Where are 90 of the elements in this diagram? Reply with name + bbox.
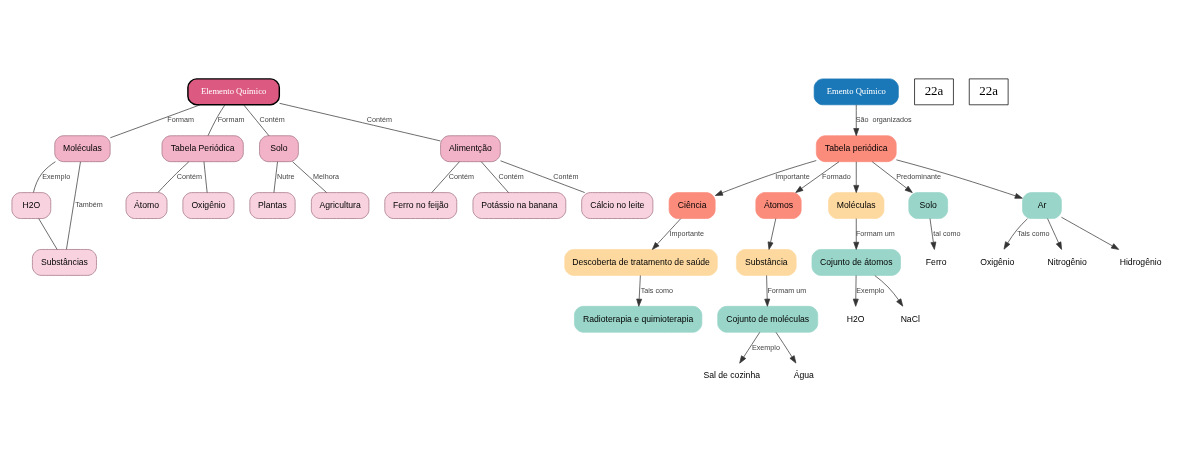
- node-box: Solo: [908, 191, 949, 219]
- label: 22a: [924, 82, 944, 98]
- connector: [66, 161, 81, 250]
- edge-label: Exemplo: [856, 285, 885, 295]
- node-box: Alimentção: [440, 134, 501, 162]
- edge-label: Importante: [669, 228, 704, 238]
- node-text: H2O: [846, 313, 865, 324]
- edge-label: Contém: [259, 114, 285, 124]
- connector: [38, 217, 58, 250]
- arrow: [764, 274, 771, 307]
- edge-label: Formam: [217, 114, 245, 124]
- connector: [243, 104, 270, 136]
- arrow: [874, 274, 904, 307]
- node-box: Substância: [736, 248, 797, 276]
- arrow: [767, 217, 777, 250]
- node-box: Moléculas: [828, 191, 885, 219]
- node-box: Emento Químico: [813, 78, 899, 105]
- arrow: [896, 158, 1023, 199]
- arrow: [1003, 217, 1028, 250]
- edge-label: Melhora: [313, 171, 340, 181]
- node-text: Ferro: [925, 256, 947, 267]
- node-box: Solo: [259, 134, 299, 162]
- edge-label: Contém: [448, 171, 475, 181]
- arrow: [1061, 216, 1120, 250]
- connector: [431, 160, 460, 193]
- arrow: [652, 217, 682, 250]
- arrow: [1047, 217, 1062, 250]
- arrow: [775, 331, 797, 363]
- connector: [203, 160, 208, 193]
- edge-label: Nutre: [277, 171, 295, 181]
- edge-label: Exemplo: [42, 171, 71, 181]
- node-text: Nitrogênio: [1047, 256, 1087, 267]
- connector: [33, 160, 56, 193]
- node-box: Ciência: [668, 191, 716, 219]
- node-box: Potássio na banana: [472, 191, 567, 219]
- edge-label: Tais como: [1017, 228, 1050, 238]
- connector: [157, 160, 190, 193]
- node-box: Átomo: [125, 191, 168, 219]
- edge-label: Formam um: [767, 285, 807, 295]
- node-box: Ar: [1022, 191, 1062, 219]
- arrow: [871, 160, 913, 193]
- node-box: Cojunto de átomos: [811, 248, 901, 276]
- node-box: Tabela periódica: [815, 134, 897, 162]
- node-box: Elemento Químico: [187, 77, 281, 105]
- connector: [480, 160, 509, 193]
- node-box: Plantas: [249, 191, 296, 219]
- node-box: Ferro no feijão: [384, 191, 458, 219]
- arrow: [852, 274, 859, 307]
- arrow: [636, 274, 643, 307]
- edge-label: Contém: [498, 171, 524, 181]
- connector: [207, 104, 226, 136]
- arrow: [853, 217, 860, 250]
- edge-label: Contém: [553, 171, 579, 181]
- connector: [109, 104, 201, 138]
- arrow: [739, 331, 761, 364]
- node-box: Substâncias: [32, 248, 97, 276]
- edge-label: Também: [75, 199, 103, 209]
- edge-label: Contém: [366, 114, 392, 124]
- edge-label: tal como: [933, 228, 961, 238]
- label: 22a: [979, 82, 999, 98]
- connector: [292, 160, 327, 193]
- arrow: [795, 160, 840, 193]
- node-box: H2O: [11, 191, 52, 219]
- node-text: NaCl: [900, 313, 920, 324]
- node-box: Radioterapia e quimioterapia: [574, 305, 703, 333]
- node-box: Agricultura: [311, 191, 370, 219]
- edge-label: Importante: [775, 171, 810, 181]
- edge-label: Predominante: [896, 171, 941, 181]
- arrow: [715, 159, 817, 196]
- node-box: Descoberta de tratamento de saúde: [564, 248, 718, 276]
- edge-label: Formam: [167, 114, 195, 124]
- edge-label: Contém: [176, 171, 202, 181]
- connector: [279, 102, 441, 141]
- node-text: Oxigênio: [980, 256, 1015, 267]
- node-box: Cojunto de moléculas: [717, 305, 819, 333]
- arrow: [929, 217, 937, 250]
- edge-label: Formado: [822, 171, 851, 181]
- arrow: [853, 160, 860, 193]
- edge-label: Exemplo: [751, 342, 780, 352]
- edge-label: Tais como: [640, 285, 674, 295]
- node-box: Átomos: [755, 191, 802, 219]
- node-box: Oxigênio: [182, 191, 235, 219]
- node-box: Cálcio no leite: [581, 191, 654, 219]
- node-text: Água: [793, 369, 814, 380]
- node-text: Sal de cozinha: [703, 369, 761, 380]
- connector: [273, 160, 278, 193]
- node-box: Moléculas: [54, 134, 111, 162]
- node-text: Hidrogênio: [1119, 256, 1162, 267]
- node-box: Tabela Periódica: [161, 134, 244, 162]
- connector: [500, 159, 586, 193]
